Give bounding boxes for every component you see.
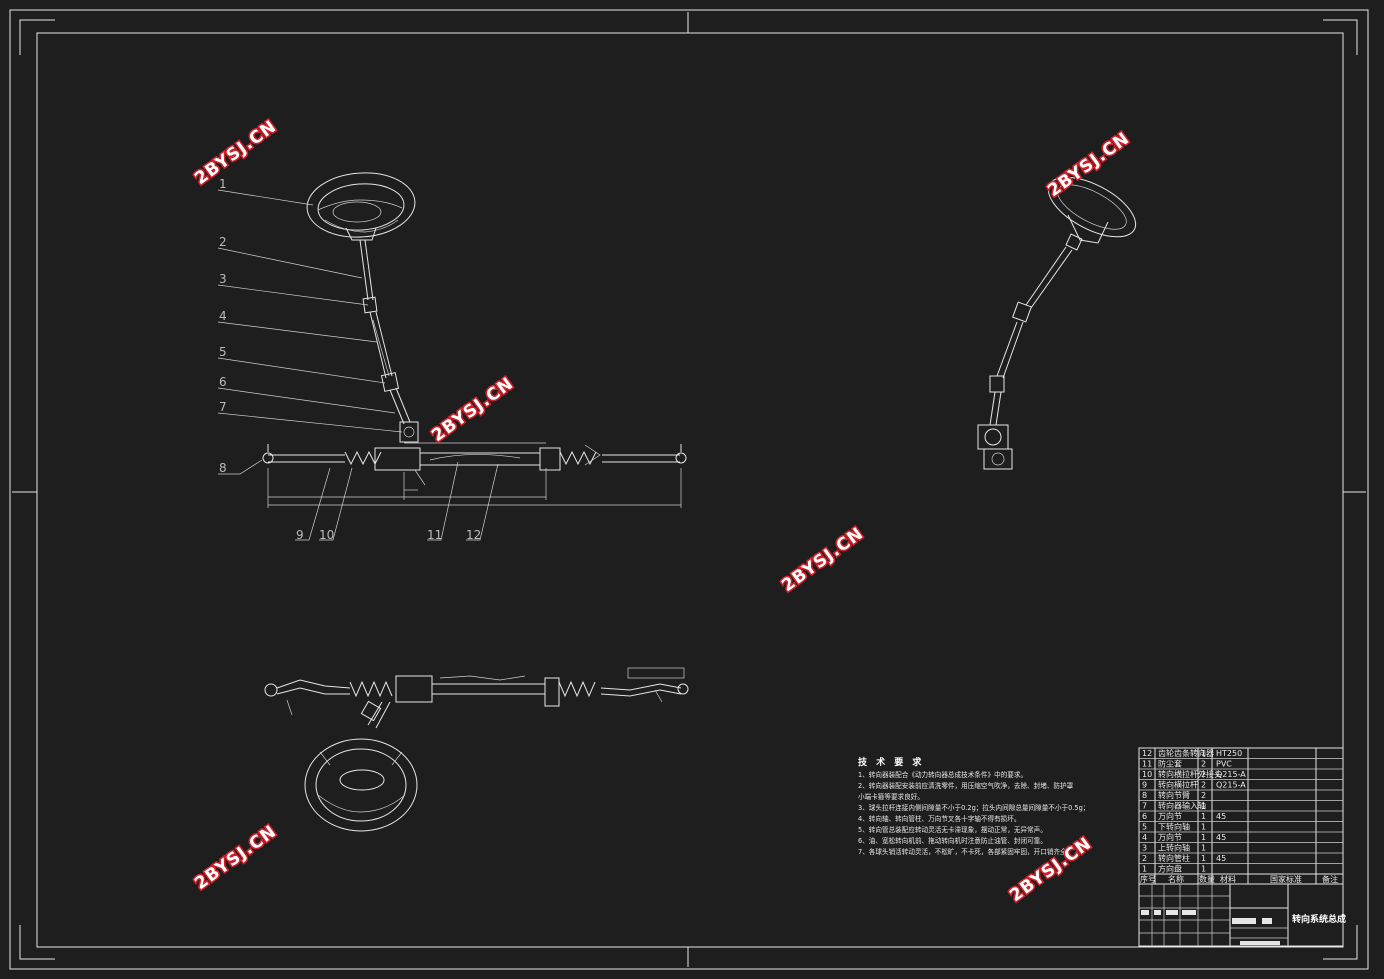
bom-cell-name: 方向盘 [1158, 864, 1182, 874]
bom-cell-material: Q215-A [1216, 781, 1246, 790]
bom-cell-material: 45 [1216, 812, 1226, 821]
bom-cell-name: 万向节 [1158, 811, 1182, 821]
bom-cell-name: 转向器输入轴 [1158, 801, 1206, 811]
sheet-border [9, 9, 1369, 970]
drawing-title: 转向系统总成 [1292, 913, 1346, 925]
part-number-label: 3 [219, 272, 227, 286]
bom-cell-no: 10 [1142, 770, 1152, 779]
part-number-label: 6 [219, 375, 227, 389]
bom-cell-name: 下转向轴 [1158, 822, 1190, 832]
bom-header-remark: 备注 [1322, 874, 1338, 884]
bom-cell-qty: 1 [1201, 833, 1206, 842]
bom-cell-material: 45 [1216, 854, 1226, 863]
bom-cell-name: 防尘套 [1158, 759, 1182, 769]
bom-cell-name: 齿轮齿条转向器 [1158, 748, 1214, 758]
bom-cell-material: PVC [1216, 760, 1232, 769]
part-number-label: 12 [466, 528, 481, 542]
bom-cell-qty: 2 [1201, 760, 1206, 769]
bom-cell-no: 8 [1142, 791, 1147, 800]
bom-cell-no: 1 [1142, 865, 1147, 874]
requirement-line: 4、转向轴、转向管柱、万向节叉各十字轴不得有损坏。 [858, 814, 1020, 823]
part-number-labels: 1 2 3 4 5 6 7 8 9 10 11 12 [219, 177, 481, 542]
bom-cell-name: 转向管柱 [1158, 853, 1190, 863]
bom-cell-no: 11 [1142, 760, 1152, 769]
part-number-label: 4 [219, 309, 227, 323]
main-assembly-view: 1 2 3 4 5 6 7 8 9 10 11 12 [217, 172, 687, 542]
part-number-label: 8 [219, 461, 227, 475]
bom-cell-no: 4 [1142, 833, 1147, 842]
bom-cell-no: 2 [1142, 854, 1147, 863]
bom-cell-no: 7 [1142, 802, 1147, 811]
part-number-label: 9 [296, 528, 304, 542]
side-view [977, 176, 1137, 470]
bom-cell-material: 45 [1216, 833, 1226, 842]
dimension-lines-main [267, 442, 682, 508]
bom-cell-no: 6 [1142, 812, 1147, 821]
technical-requirements: 技 术 要 求 1、转向器装配合《动力转向器总成技术条件》中的要求。 2、转向器… [858, 756, 1089, 856]
requirement-line: 6、油、宽松转向机前、拖动转向机时注意防止油管、封闭可靠。 [858, 836, 1047, 845]
bom-cell-no: 12 [1142, 749, 1152, 758]
rack-and-tie-rods-main [262, 444, 687, 500]
bom-cell-qty: 1 [1201, 823, 1206, 832]
bom-cell-name: 转向横拉杆外接头 [1158, 769, 1222, 779]
bom-cell-qty: 1 [1201, 749, 1206, 758]
part-number-label: 7 [219, 400, 227, 414]
bom-header-name: 名称 [1168, 874, 1184, 884]
bom-cell-no: 3 [1142, 844, 1147, 853]
bom-cell-qty: 1 [1201, 854, 1206, 863]
bom-cell-qty: 1 [1201, 865, 1206, 874]
part-number-label: 1 [219, 177, 227, 191]
top-view [264, 667, 689, 832]
requirement-line: 小端卡箍等要求良好。 [858, 792, 924, 801]
requirement-line: 3、球头拉杆连接内侧间隙量不小于0.2g；拉头内间隙总量间隙量不小于0.5g； [858, 803, 1089, 812]
requirement-line: 2、转向器装配安装前应清洗零件，用压缩空气吹净，去除、封堵、防护罩 [858, 781, 1074, 790]
bom-cell-qty: 2 [1201, 781, 1206, 790]
bom-cell-qty: 1 [1201, 802, 1206, 811]
requirements-heading: 技 术 要 求 [858, 756, 924, 768]
bom-cell-qty: 2 [1201, 770, 1206, 779]
requirement-line: 5、转向管总装配应转动灵活无卡滞现象，摆动正常，无异常声。 [858, 825, 1047, 834]
part-number-label: 2 [219, 235, 227, 249]
bom-header-standard: 国家标准 [1270, 874, 1302, 884]
bom-header-no: 序号 [1140, 874, 1156, 884]
requirement-line: 7、各球头销活转动灵活，不松旷，不卡死，各部紧固牢固，开口销齐全。 [858, 847, 1073, 856]
requirement-line: 1、转向器装配合《动力转向器总成技术条件》中的要求。 [858, 770, 1027, 779]
bom-cell-no: 9 [1142, 781, 1147, 790]
bom-cell-name: 上转向轴 [1158, 843, 1190, 853]
bom-cell-name: 万向节 [1158, 832, 1182, 842]
bom-cell-qty: 2 [1201, 791, 1206, 800]
bom-cell-no: 5 [1142, 823, 1147, 832]
bom-header-qty: 数量 [1199, 874, 1215, 884]
part-number-label: 10 [319, 528, 334, 542]
steering-wheel-main [306, 172, 416, 241]
bom-cell-material: HT250 [1216, 749, 1242, 758]
bom-cell-name: 转向节臂 [1158, 790, 1190, 800]
bom-cell-name: 转向横拉杆 [1158, 780, 1198, 790]
part-number-label: 11 [427, 528, 442, 542]
bom-header-material: 材料 [1220, 874, 1236, 884]
leader-lines-main [217, 189, 499, 541]
bom-cell-qty: 1 [1201, 844, 1206, 853]
title-block: 转向系统总成 [1138, 883, 1346, 947]
bom-cell-qty: 1 [1201, 812, 1206, 821]
part-number-label: 5 [219, 345, 227, 359]
bom-cell-material: Q215-A [1216, 770, 1246, 779]
